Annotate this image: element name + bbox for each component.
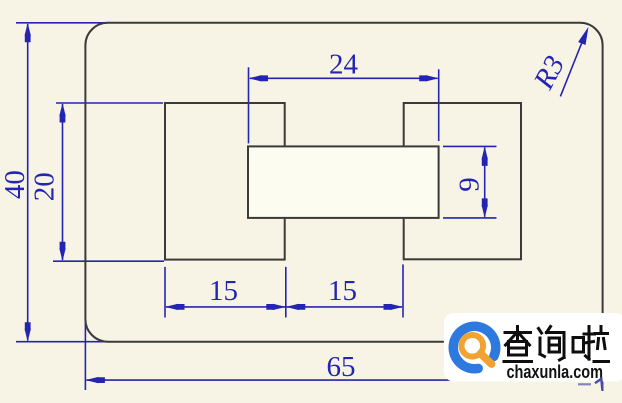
svg-text:15: 15 — [328, 275, 357, 307]
svg-text:15: 15 — [209, 275, 238, 307]
svg-text:65: 65 — [327, 351, 356, 383]
svg-text:24: 24 — [329, 49, 359, 81]
svg-text:40: 40 — [0, 170, 31, 199]
svg-text:20: 20 — [29, 172, 61, 201]
svg-text:chaxunla.com: chaxunla.com — [507, 362, 604, 382]
svg-text:9: 9 — [454, 177, 486, 192]
